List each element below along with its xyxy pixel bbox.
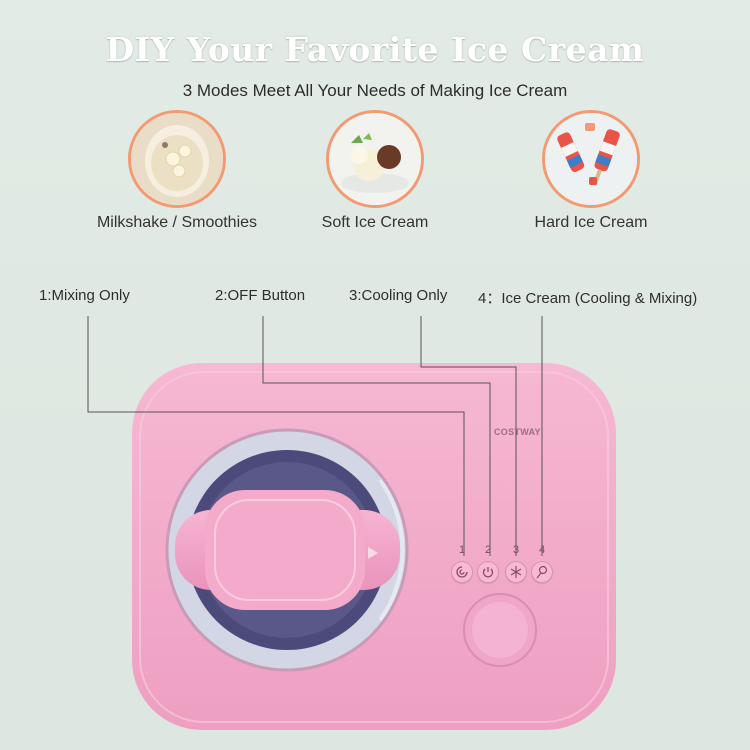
mode-hard-ice-cream: Hard Ice Cream bbox=[471, 110, 711, 232]
off-button[interactable] bbox=[477, 561, 499, 583]
leader-line-3 bbox=[420, 316, 517, 556]
power-icon bbox=[482, 567, 494, 578]
ice-cream-mode-button[interactable] bbox=[531, 561, 553, 583]
mode-label: Hard Ice Cream bbox=[534, 214, 648, 231]
page-subtitle: 3 Modes Meet All Your Needs of Making Ic… bbox=[182, 81, 568, 100]
cooling-only-button[interactable] bbox=[505, 561, 527, 583]
hard-ice-cream-photo bbox=[542, 110, 640, 208]
mode-milkshake: Milkshake / Smoothies bbox=[57, 110, 297, 232]
mode-label: Soft Ice Cream bbox=[321, 214, 429, 231]
button-label-cooling-only: 3:Cooling Only bbox=[349, 287, 448, 304]
button-label-mixing-only: 1:Mixing Only bbox=[39, 287, 130, 304]
button-number: 2 bbox=[484, 544, 492, 556]
leader-line-1 bbox=[87, 316, 465, 556]
brand-logo: COSTWAY bbox=[494, 427, 541, 437]
swirl-icon bbox=[456, 566, 468, 578]
button-number: 4 bbox=[538, 544, 546, 556]
snowflake-icon bbox=[510, 566, 522, 578]
ice-cream-cone-icon bbox=[536, 565, 548, 579]
arrow-icon bbox=[368, 547, 378, 559]
page-title: DIY Your Favorite Ice Cream bbox=[105, 30, 645, 69]
button-label-ice-cream: 4：Ice Cream (Cooling & Mixing) bbox=[478, 290, 698, 307]
mode-soft-ice-cream: Soft Ice Cream bbox=[255, 110, 495, 232]
mixing-only-button[interactable] bbox=[451, 561, 473, 583]
button-label-off: 2:OFF Button bbox=[215, 287, 306, 304]
soft-ice-cream-photo bbox=[326, 110, 424, 208]
lid-knob bbox=[205, 490, 365, 610]
leader-line-2 bbox=[262, 316, 491, 556]
popsicle-icon bbox=[545, 113, 637, 205]
mode-label: Milkshake / Smoothies bbox=[96, 214, 258, 231]
milkshake-photo bbox=[128, 110, 226, 208]
button-number: 3 bbox=[512, 544, 520, 556]
soft-ice-cream-icon bbox=[329, 113, 421, 205]
milkshake-icon bbox=[131, 113, 223, 205]
button-number: 1 bbox=[458, 544, 466, 556]
